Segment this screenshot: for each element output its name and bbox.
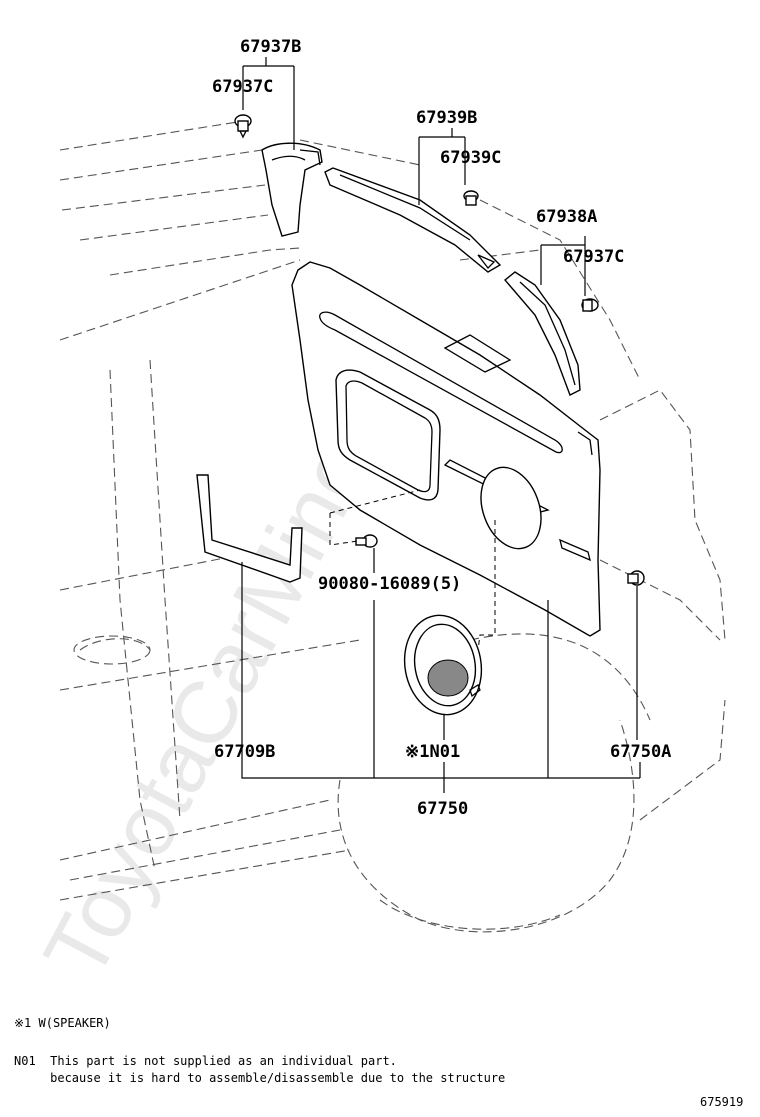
label-67750: 67750 — [417, 799, 468, 819]
footnote-n01-line2: because it is hard to assemble/disassemb… — [14, 1071, 505, 1085]
pillar-garnish-67937B[interactable] — [261, 142, 323, 237]
label-N01: ※1N01 — [405, 742, 460, 762]
label-67939C: 67939C — [440, 148, 501, 168]
footnote-speaker: ※1 W(SPEAKER) — [14, 1016, 111, 1030]
label-90080-16089: 90080-16089(5) — [318, 574, 461, 594]
clip-67750A[interactable] — [627, 570, 645, 586]
label-67750A: 67750A — [610, 742, 671, 762]
speaker-N01[interactable] — [397, 609, 489, 721]
label-67709B: 67709B — [214, 742, 275, 762]
label-67938A: 67938A — [536, 207, 597, 227]
footnote-n01-line1: N01 This part is not supplied as an indi… — [14, 1054, 397, 1068]
back-door-trim-panel[interactable] — [291, 261, 601, 637]
label-67939B: 67939B — [416, 108, 477, 128]
label-67937C-right: 67937C — [563, 247, 624, 267]
clip-67939C[interactable] — [463, 190, 479, 206]
label-67937B: 67937B — [240, 37, 301, 57]
vehicle-body-outline — [59, 119, 726, 933]
clip-67937C-top[interactable] — [234, 114, 252, 139]
weatherstrip-67709B[interactable] — [196, 474, 303, 583]
side-garnish-67938A[interactable] — [503, 271, 581, 396]
leader-lines — [241, 57, 641, 793]
assembly-guides — [329, 489, 496, 651]
figure-id: 675919 — [700, 1095, 743, 1109]
door-garnish-67939B[interactable] — [324, 167, 502, 273]
screw-90080[interactable] — [355, 534, 378, 548]
clip-67937C-right[interactable] — [581, 298, 599, 312]
label-67937C-top: 67937C — [212, 77, 273, 97]
